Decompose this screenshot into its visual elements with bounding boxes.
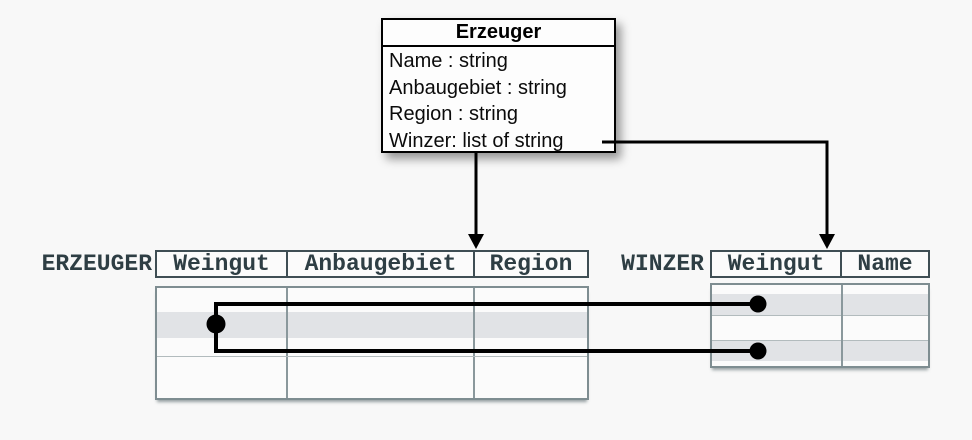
class-attribute-region: Region : string <box>389 103 518 125</box>
arrow-winzer-attr-to-winzer <box>602 140 829 235</box>
arrowhead-winzer-icon <box>819 234 835 249</box>
column-divider <box>286 288 288 398</box>
winzer-header-row: Weingut Name <box>710 250 930 278</box>
class-attribute-list: Name : string Anbaugebiet : string Regio… <box>383 47 614 154</box>
class-attribute-name: Name : string <box>389 50 508 72</box>
column-divider <box>473 288 475 398</box>
erzeuger-column-weingut: Weingut <box>157 251 288 277</box>
erzeuger-table-body <box>155 286 589 400</box>
erzeuger-column-anbaugebiet: Anbaugebiet <box>288 251 475 277</box>
class-attribute-winzer: Winzer: list of string <box>389 129 564 152</box>
row-divider <box>157 356 587 357</box>
row-divider <box>712 340 928 341</box>
winzer-column-name: Name <box>857 251 913 277</box>
winzer-column-weingut: Weingut <box>712 251 842 277</box>
row-divider <box>712 315 928 316</box>
arrowhead-erzeuger-icon <box>468 234 484 249</box>
table-label-winzer: WINZER <box>621 251 704 277</box>
erzeuger-column-region: Region <box>489 251 573 277</box>
column-divider <box>841 285 843 366</box>
winzer-highlighted-row-2 <box>712 340 928 361</box>
winzer-table-body <box>710 283 930 368</box>
class-attribute-anbaugebiet: Anbaugebiet : string <box>389 76 567 99</box>
erzeuger-header-row: Weingut Anbaugebiet Region <box>155 250 589 278</box>
table-label-erzeuger: ERZEUGER <box>41 251 152 277</box>
class-title: Erzeuger <box>383 20 614 47</box>
uml-class-box-erzeuger: Erzeuger Name : string Anbaugebiet : str… <box>381 18 616 153</box>
winzer-highlighted-row-1 <box>712 294 928 315</box>
erzeuger-highlighted-row <box>157 312 587 338</box>
